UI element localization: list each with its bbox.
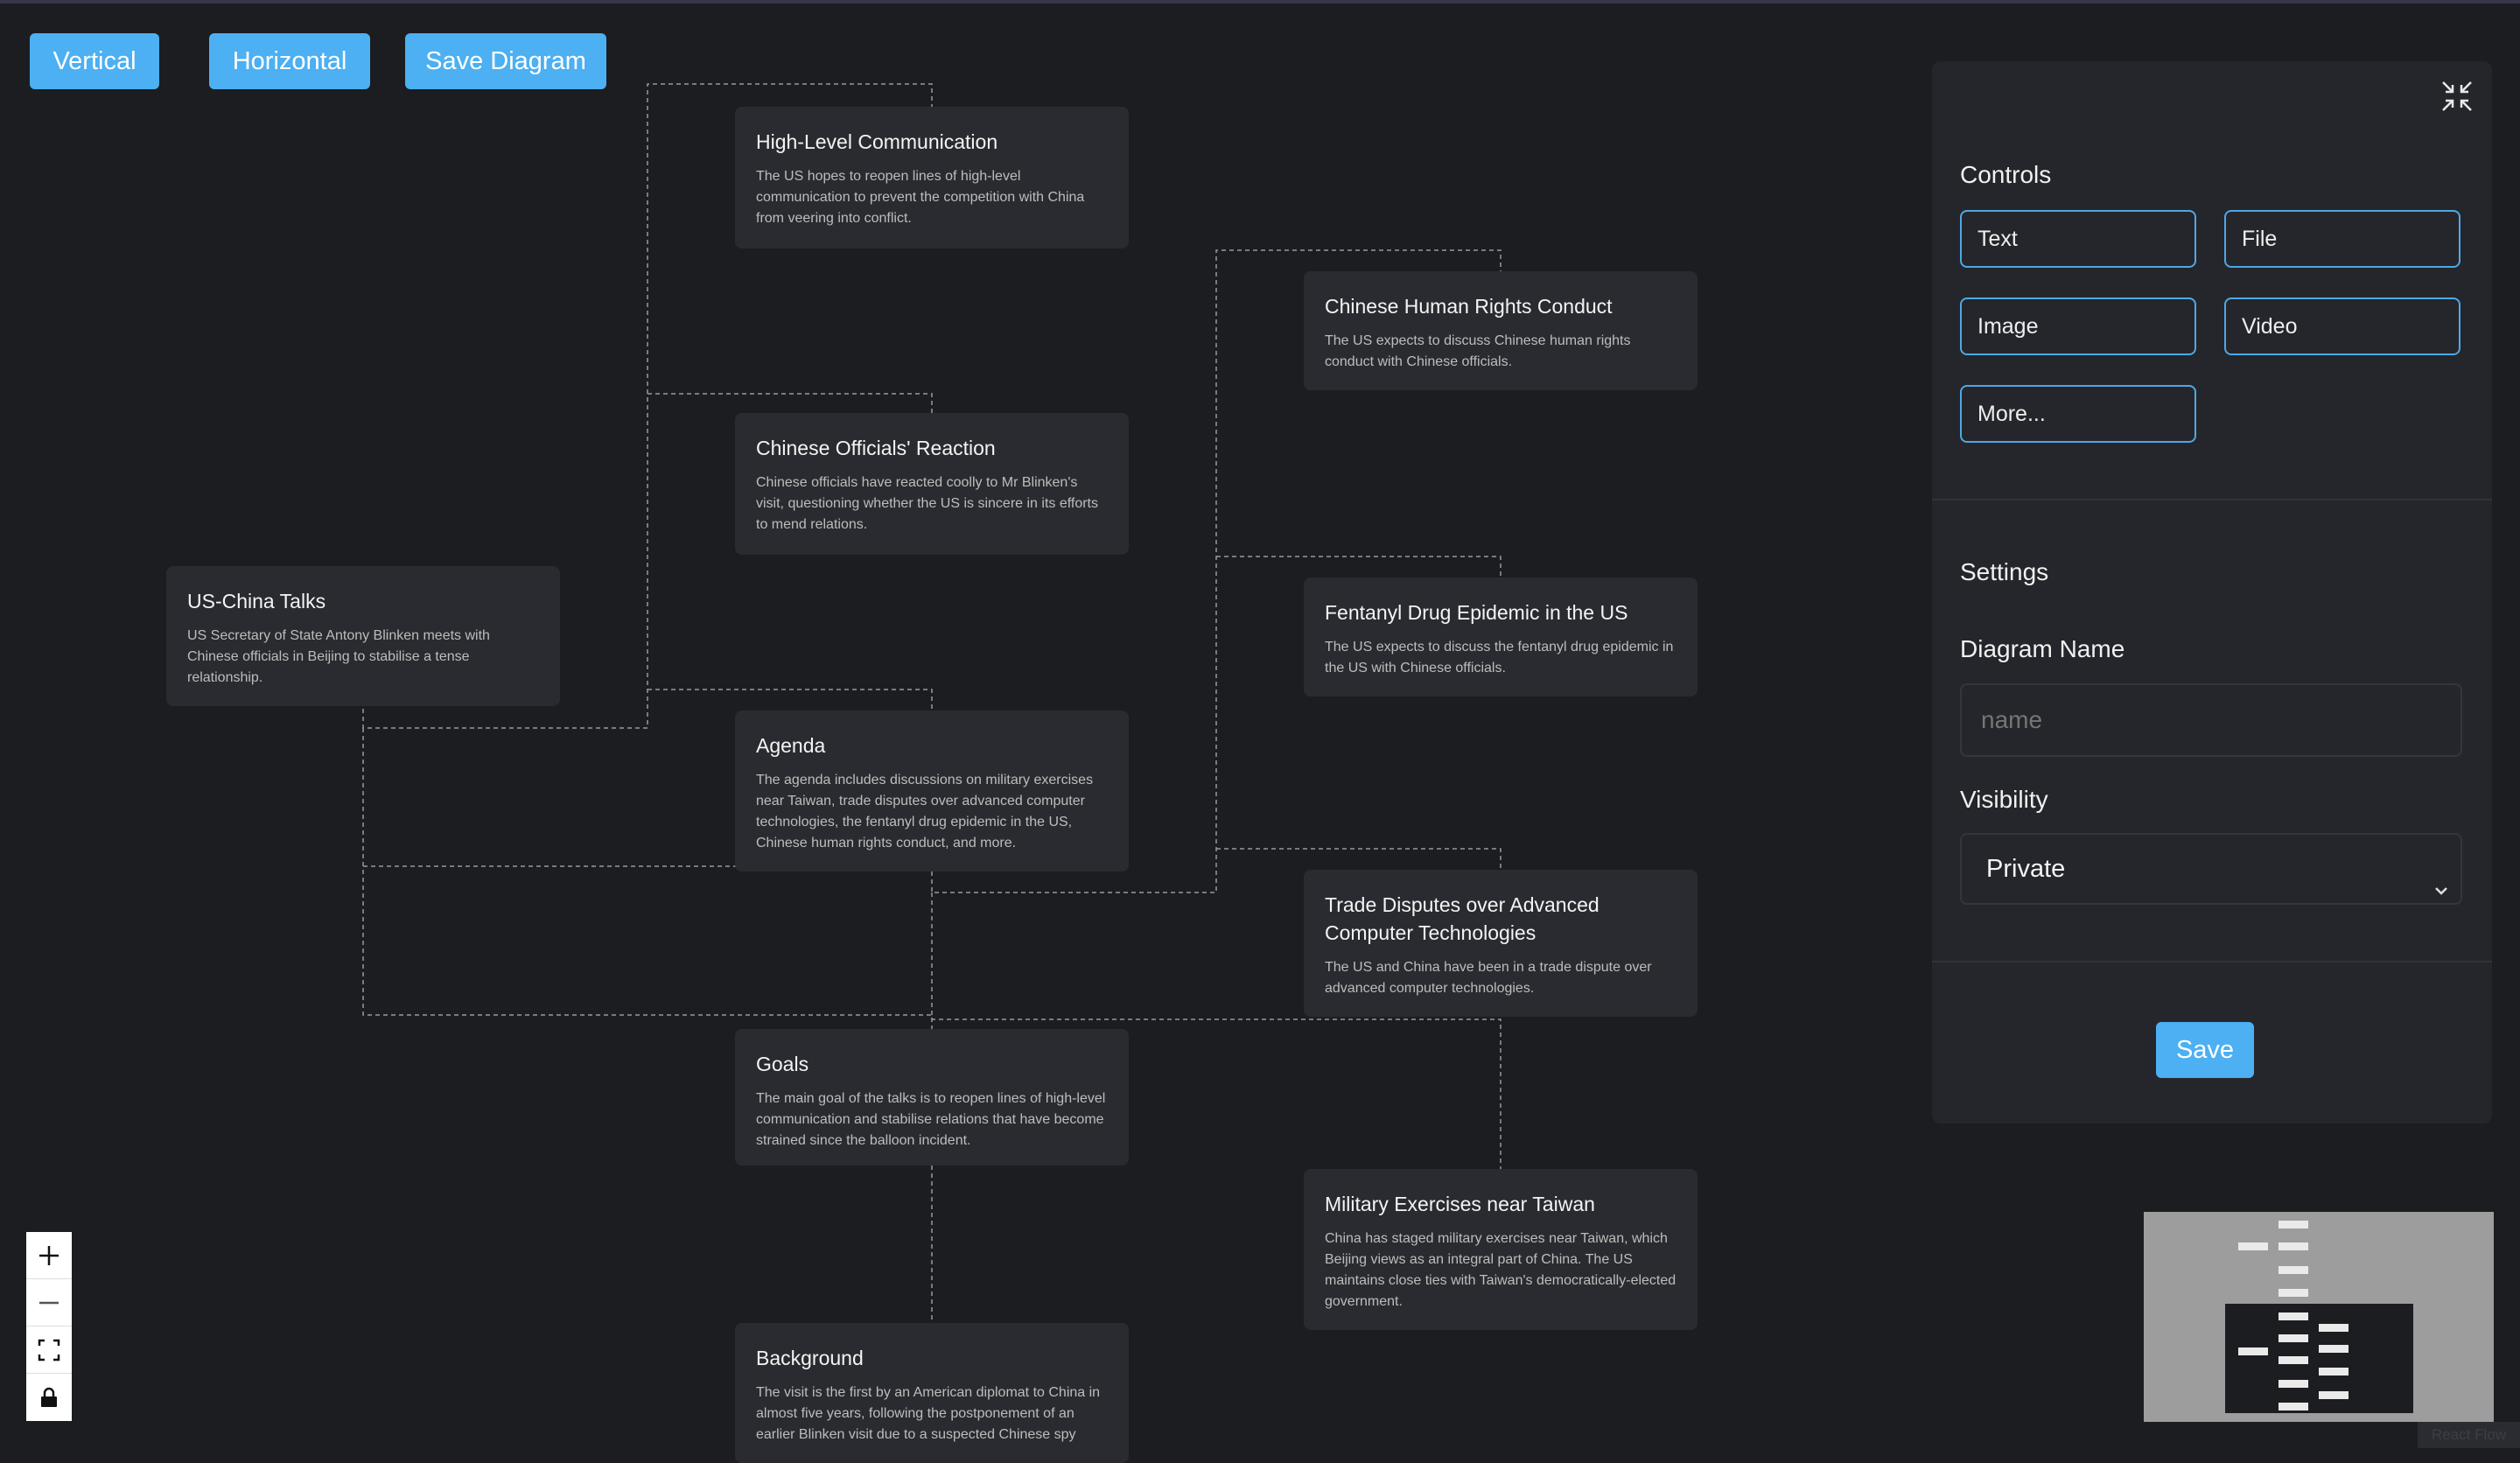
- node-title: Goals: [756, 1053, 809, 1075]
- vertical-layout-button[interactable]: Vertical: [30, 33, 159, 89]
- plus-icon[interactable]: [26, 1232, 72, 1279]
- minimap-node: [2278, 1312, 2308, 1320]
- node-description: The US hopes to reopen lines of high-lev…: [756, 169, 1085, 226]
- control-file-button[interactable]: File: [2224, 210, 2460, 268]
- visibility-select[interactable]: Private: [1960, 833, 2462, 905]
- minimap[interactable]: [2144, 1212, 2494, 1422]
- minimap-node: [2319, 1345, 2348, 1353]
- node-military-exercises[interactable]: Military Exercises near Taiwan China has…: [1304, 1169, 1698, 1330]
- controls-heading: Controls: [1960, 161, 2052, 188]
- node-agenda[interactable]: Agenda The agenda includes discussions o…: [735, 710, 1129, 872]
- node-title: Agenda: [756, 734, 826, 757]
- panel-save-button[interactable]: Save: [2156, 1022, 2254, 1078]
- minimap-node: [2278, 1380, 2308, 1388]
- minimap-node: [2319, 1391, 2348, 1399]
- visibility-label: Visibility: [1960, 786, 2048, 813]
- node-description: The agenda includes discussions on milit…: [756, 773, 1094, 850]
- edge-uschina-highlevel: [362, 83, 933, 729]
- edge-uschina-officials: [648, 393, 933, 413]
- node-chinese-officials-reaction[interactable]: Chinese Officials' Reaction Chinese offi…: [735, 413, 1129, 555]
- panel-divider: [1932, 961, 2492, 962]
- node-high-level-communication[interactable]: High-Level Communication The US hopes to…: [735, 107, 1129, 248]
- minimap-node: [2278, 1334, 2308, 1342]
- node-background[interactable]: Background The visit is the first by an …: [735, 1323, 1129, 1463]
- minimap-node: [2278, 1356, 2308, 1364]
- node-description: The US expects to discuss the fentanyl d…: [1325, 640, 1674, 676]
- diagram-name-input[interactable]: [1960, 683, 2462, 757]
- node-title: Fentanyl Drug Epidemic in the US: [1325, 601, 1628, 624]
- node-title: US-China Talks: [187, 590, 326, 612]
- node-title: Trade Disputes over Advanced Computer Te…: [1325, 893, 1600, 944]
- lock-icon[interactable]: [26, 1374, 72, 1421]
- node-description: US Secretary of State Antony Blinken mee…: [187, 628, 490, 685]
- minimap-node: [2278, 1266, 2308, 1274]
- edge-agenda-fentanyl: [1216, 556, 1502, 578]
- zoom-controls: [26, 1232, 72, 1421]
- visibility-value: Private: [1986, 855, 2066, 883]
- node-title: Background: [756, 1347, 864, 1369]
- fit-view-icon[interactable]: [26, 1326, 72, 1374]
- panel-divider: [1932, 499, 2492, 500]
- window-top-border: [0, 0, 2520, 4]
- node-description: Chinese officials have reacted coolly to…: [756, 475, 1098, 532]
- edge-agenda-military: [931, 892, 1502, 1169]
- node-description: The US and China have been in a trade di…: [1325, 960, 1652, 996]
- node-title: High-Level Communication: [756, 130, 998, 153]
- control-video-button[interactable]: Video: [2224, 298, 2460, 355]
- minimap-node: [2238, 1242, 2268, 1250]
- horizontal-layout-button[interactable]: Horizontal: [209, 33, 370, 89]
- node-description: The US expects to discuss Chinese human …: [1325, 333, 1631, 369]
- node-chinese-human-rights[interactable]: Chinese Human Rights Conduct The US expe…: [1304, 271, 1698, 390]
- save-diagram-button[interactable]: Save Diagram: [405, 33, 606, 89]
- edge-uschina-goals: [362, 728, 933, 1029]
- node-us-china-talks[interactable]: US-China Talks US Secretary of State Ant…: [166, 566, 560, 706]
- control-more-button[interactable]: More...: [1960, 385, 2196, 443]
- minimap-node: [2278, 1242, 2308, 1250]
- minimap-node: [2319, 1368, 2348, 1376]
- minimap-node: [2278, 1403, 2308, 1410]
- node-description: China has staged military exercises near…: [1325, 1231, 1676, 1309]
- edge-agenda-humanrights: [931, 249, 1502, 893]
- node-trade-disputes[interactable]: Trade Disputes over Advanced Computer Te…: [1304, 870, 1698, 1017]
- node-title: Chinese Human Rights Conduct: [1325, 295, 1613, 318]
- node-title: Military Exercises near Taiwan: [1325, 1193, 1595, 1215]
- minimap-node: [2238, 1348, 2268, 1355]
- side-panel: Controls Text File Image Video More... S…: [1932, 61, 2492, 1124]
- node-title: Chinese Officials' Reaction: [756, 437, 996, 459]
- minimap-node: [2319, 1324, 2348, 1332]
- node-description: The visit is the first by an American di…: [756, 1385, 1101, 1442]
- attribution: React Flow: [2418, 1422, 2520, 1448]
- settings-heading: Settings: [1960, 558, 2049, 585]
- node-description: The main goal of the talks is to reopen …: [756, 1091, 1106, 1148]
- minimap-node: [2278, 1289, 2308, 1297]
- control-text-button[interactable]: Text: [1960, 210, 2196, 268]
- minus-icon[interactable]: [26, 1279, 72, 1326]
- edge-agenda-trade: [1216, 848, 1502, 870]
- minimap-node: [2278, 1221, 2308, 1228]
- collapse-icon[interactable]: [2440, 79, 2474, 114]
- node-fentanyl-epidemic[interactable]: Fentanyl Drug Epidemic in the US The US …: [1304, 578, 1698, 696]
- node-goals[interactable]: Goals The main goal of the talks is to r…: [735, 1029, 1129, 1166]
- control-image-button[interactable]: Image: [1960, 298, 2196, 355]
- chevron-down-icon: [2431, 859, 2452, 928]
- edge-uschina-agenda: [648, 689, 933, 710]
- diagram-name-label: Diagram Name: [1960, 635, 2125, 662]
